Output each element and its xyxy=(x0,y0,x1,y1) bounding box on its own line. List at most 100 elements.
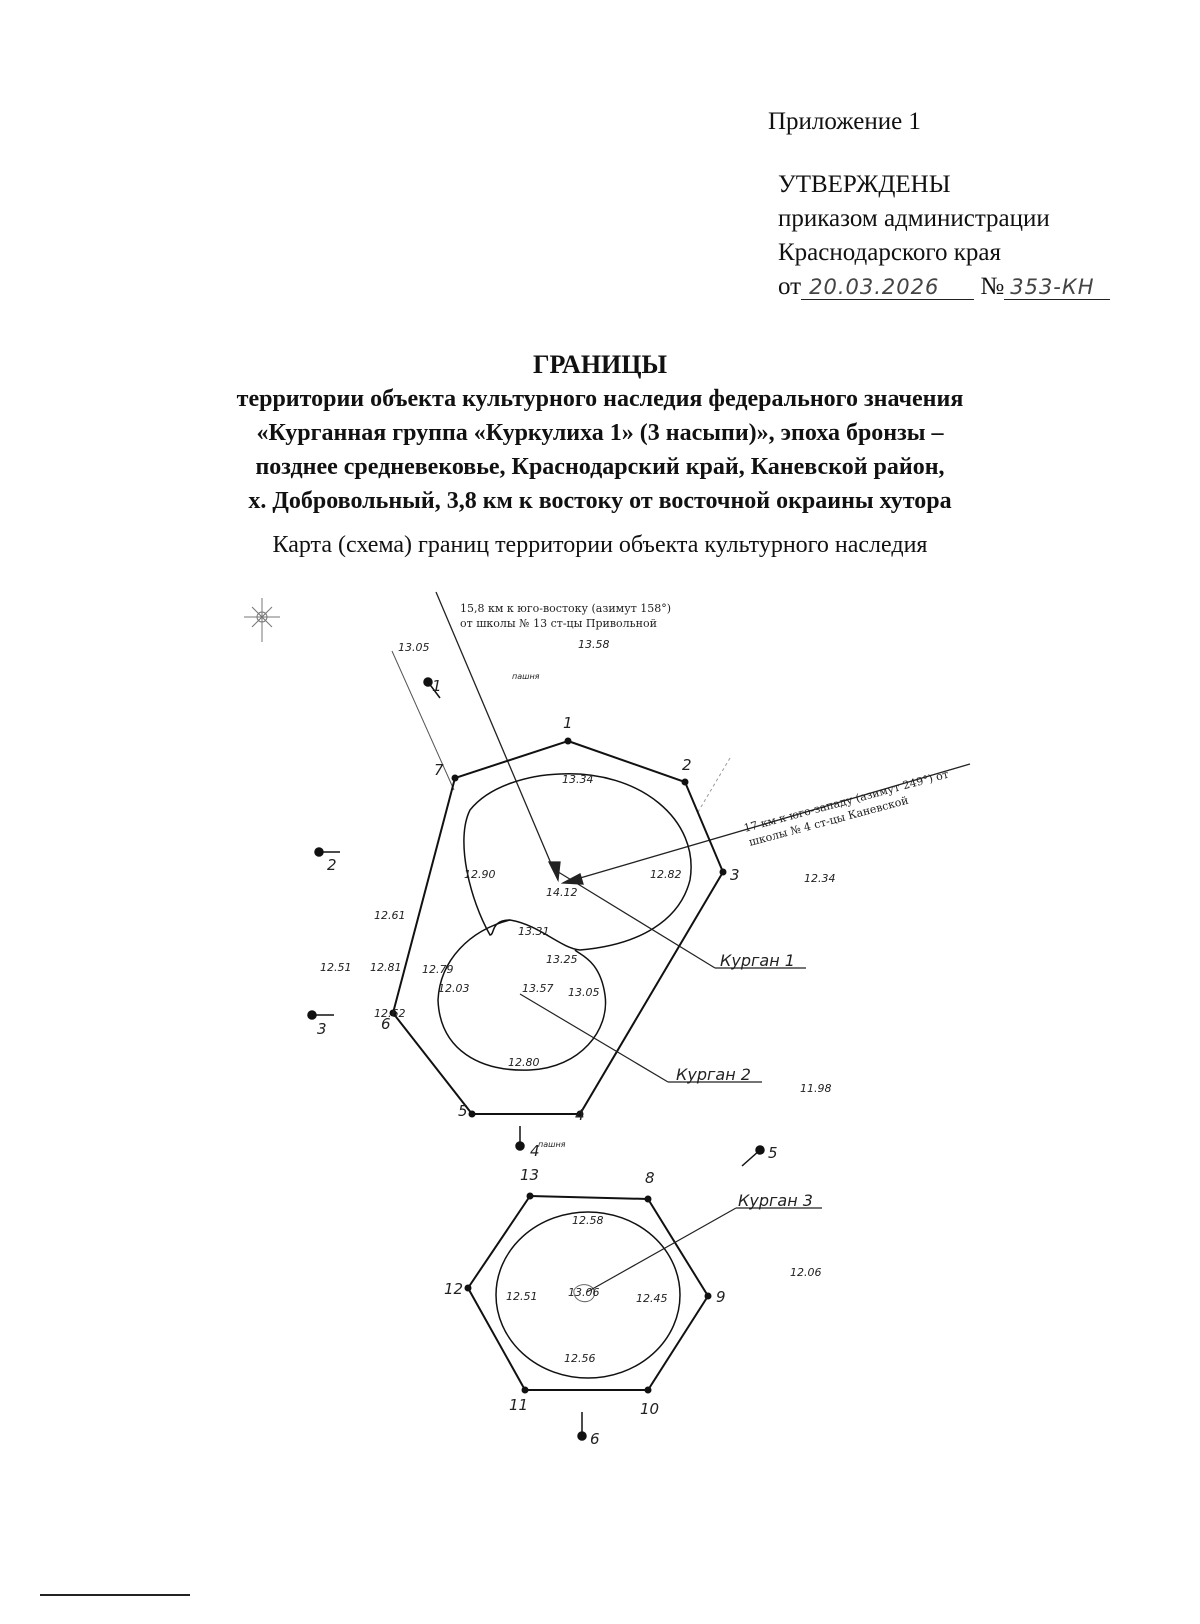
vertex-label-5: 5 xyxy=(458,1102,468,1120)
elevation-25: 12.56 xyxy=(564,1352,596,1365)
elevation-12: 12.79 xyxy=(422,963,454,976)
mound-1-label: Курган 1 xyxy=(720,951,795,970)
vertex-label-11: 11 xyxy=(509,1396,528,1414)
elevation-5: 14.12 xyxy=(546,886,578,899)
vertex-11 xyxy=(521,1386,529,1394)
mound-2-outline xyxy=(437,919,607,1071)
map-caption: Карта (схема) границ территории объекта … xyxy=(272,532,928,558)
boundary-polygon-upper xyxy=(391,739,725,1115)
vertex-7 xyxy=(451,774,459,782)
vertex-5 xyxy=(468,1110,476,1118)
elevation-18: 12.80 xyxy=(508,1056,540,1069)
vertex-label-8: 8 xyxy=(645,1169,655,1187)
elevation-6: 12.82 xyxy=(650,868,682,881)
heading-line-3: позднее средневековье, Краснодарский кра… xyxy=(255,454,945,480)
date-prefix: от xyxy=(778,273,802,300)
elevation-2: 13.58 xyxy=(578,638,610,651)
heading-line-1: территории объекта культурного наследия … xyxy=(236,386,964,412)
mound-1-leader xyxy=(554,869,716,969)
guide-line-right xyxy=(697,757,731,813)
vertex-1 xyxy=(564,737,572,745)
vertex-10 xyxy=(644,1386,652,1394)
elevation-24: 12.06 xyxy=(790,1266,822,1279)
elevation-11: 12.81 xyxy=(370,961,402,974)
elevation-22: 13.06 xyxy=(568,1286,600,1299)
elevation-4: 12.90 xyxy=(464,868,496,881)
azimuth-line-north xyxy=(435,591,559,881)
vertex-label-2: 2 xyxy=(682,756,692,774)
land-label-2: пашня xyxy=(538,1140,566,1149)
vertex-label-13: 13 xyxy=(520,1166,539,1184)
vertex-2 xyxy=(681,778,689,786)
marker-5-arrow xyxy=(741,1149,761,1167)
approval-title: УТВЕРЖДЕНЫ xyxy=(778,171,951,198)
approval-block: УТВЕРЖДЕНЫ приказом администрации Красно… xyxy=(778,168,1111,304)
mound-3-label: Курган 3 xyxy=(738,1191,813,1210)
elevation-9: 13.31 xyxy=(518,925,550,938)
vertex-13 xyxy=(526,1192,534,1200)
vertex-label-6: 6 xyxy=(381,1015,391,1033)
azimuth-arrow-east xyxy=(560,873,584,885)
marker-1-arrow xyxy=(427,681,441,699)
elevation-8: 12.61 xyxy=(374,909,406,922)
vertex-8 xyxy=(644,1195,652,1203)
elevation-20: 12.58 xyxy=(572,1214,604,1227)
marker-label-1: 1 xyxy=(432,677,442,695)
footer-rule xyxy=(40,1594,190,1596)
vertex-4 xyxy=(576,1110,584,1118)
marker-label-3: 3 xyxy=(317,1020,327,1038)
elevation-16: 13.05 xyxy=(568,986,600,999)
date-value: 20.03.2026 xyxy=(801,275,975,300)
note-north-line-1: 15,8 км к юго-востоку (азимут 158°) xyxy=(460,602,671,615)
heading-line-4: х. Добровольный, 3,8 км к востоку от вос… xyxy=(248,488,952,514)
approval-line-2: приказом администрации xyxy=(778,205,1050,232)
vertex-label-3: 3 xyxy=(730,866,740,884)
elevation-13: 13.25 xyxy=(546,953,578,966)
appendix-label: Приложение 1 xyxy=(768,108,921,135)
azimuth-arrow-north xyxy=(547,861,561,883)
note-east-line-1: 17 км к юго-западу (азимут 249°) от xyxy=(742,768,950,835)
heading-main: ГРАНИЦЫ xyxy=(532,350,668,379)
document-heading: ГРАНИЦЫ территории объекта культурного н… xyxy=(150,348,1050,518)
note-north-line-2: от школы № 13 ст-цы Привольной xyxy=(460,617,657,630)
elevation-19: 11.98 xyxy=(800,1082,832,1095)
elevation-10: 12.51 xyxy=(320,961,352,974)
vertex-label-4: 4 xyxy=(575,1106,585,1124)
elevation-7: 12.34 xyxy=(804,872,836,885)
number-prefix: № xyxy=(980,273,1005,300)
land-label-1: пашня xyxy=(512,672,540,681)
elevation-1: 13.05 xyxy=(398,641,430,654)
marker-label-2: 2 xyxy=(327,856,337,874)
marker-label-6: 6 xyxy=(590,1430,600,1448)
heading-line-2: «Курганная группа «Куркулиха 1» (3 насып… xyxy=(256,420,944,446)
vertex-label-10: 10 xyxy=(640,1400,659,1418)
mound-3-leader xyxy=(586,1207,737,1293)
elevation-3: 13.34 xyxy=(562,773,594,786)
approval-line-3: Краснодарского края xyxy=(778,239,1001,266)
mound-3-top xyxy=(573,1284,596,1303)
vertex-3 xyxy=(719,868,727,876)
marker-label-4: 4 xyxy=(530,1142,540,1160)
vertex-9 xyxy=(704,1292,712,1300)
elevation-21: 12.51 xyxy=(506,1290,538,1303)
vertex-12 xyxy=(464,1284,472,1292)
guide-line-left xyxy=(391,650,455,791)
mound-2-leader xyxy=(519,993,669,1083)
vertex-label-1: 1 xyxy=(563,714,573,732)
elevation-17: 12.62 xyxy=(374,1007,406,1020)
compass-rose-icon xyxy=(244,598,280,642)
elevation-14: 12.03 xyxy=(438,982,470,995)
elevation-15: 13.57 xyxy=(522,982,554,995)
vertex-label-9: 9 xyxy=(716,1288,726,1306)
number-value: 353-КН xyxy=(1004,275,1111,300)
vertex-label-7: 7 xyxy=(434,761,444,779)
marker-label-5: 5 xyxy=(768,1144,778,1162)
mound-1-outline xyxy=(463,773,692,951)
azimuth-line-east xyxy=(562,763,971,884)
vertex-6 xyxy=(389,1009,397,1017)
elevation-23: 12.45 xyxy=(636,1292,668,1305)
vertex-label-12: 12 xyxy=(444,1280,463,1298)
mound-2-label: Курган 2 xyxy=(676,1065,751,1084)
